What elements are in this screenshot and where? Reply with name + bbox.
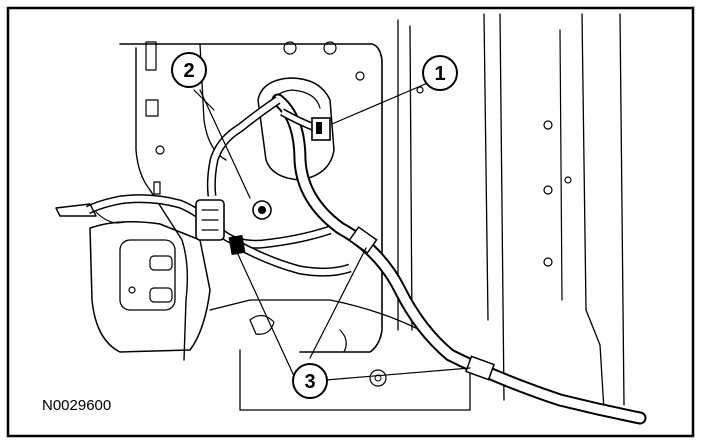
callout-2-label: 2 bbox=[183, 60, 194, 82]
figure-id: N0029600 bbox=[42, 397, 111, 414]
callout-1: 1 bbox=[422, 55, 458, 91]
callout-2: 2 bbox=[171, 52, 207, 88]
leader-lines bbox=[193, 81, 471, 381]
wiring-harness bbox=[55, 93, 647, 425]
callout-3-label: 3 bbox=[304, 371, 315, 393]
callout-3: 3 bbox=[292, 363, 328, 399]
door-inner-panel bbox=[119, 13, 625, 411]
callout-1-label: 1 bbox=[434, 63, 445, 85]
